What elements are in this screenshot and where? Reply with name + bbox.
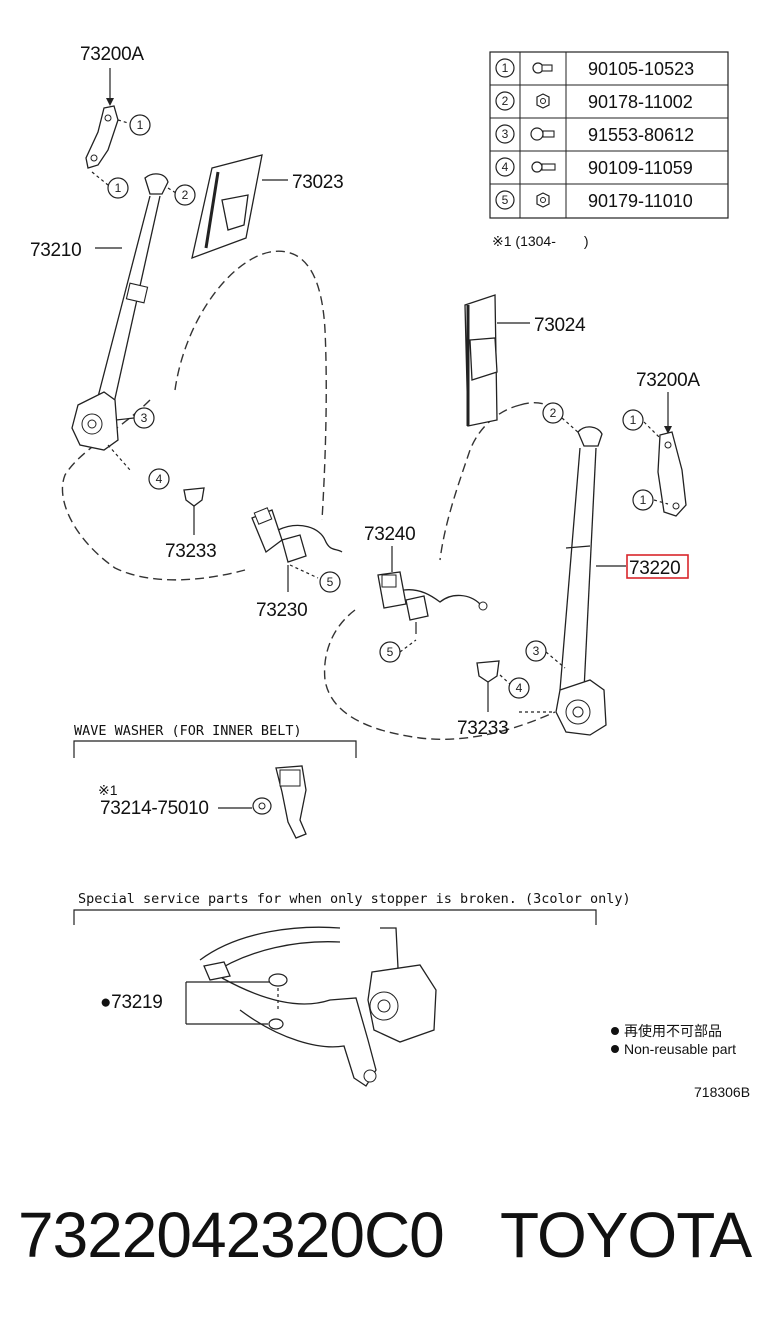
- part-number: 90178-11002: [588, 92, 693, 112]
- svg-text:5: 5: [387, 645, 394, 659]
- ref-circle: [495, 58, 515, 78]
- ref-number: 4: [502, 160, 509, 174]
- svg-text:4: 4: [516, 681, 523, 695]
- callout-5: 5: [319, 571, 341, 593]
- special-service-title: Special service parts for when only stop…: [78, 891, 631, 907]
- bolt-icon: [532, 62, 553, 74]
- highlight-box: [626, 554, 689, 579]
- callout-1: 1: [622, 409, 644, 431]
- part-number: 90179-11010: [588, 191, 693, 211]
- svg-text:1: 1: [115, 181, 122, 195]
- wave-washer-note: ※1: [98, 782, 118, 798]
- pillar-cover-73023: [191, 154, 288, 260]
- label-73233-right: 73233: [457, 718, 508, 739]
- highlight-73220: 73220: [626, 554, 689, 579]
- bolt-icon: [531, 161, 556, 173]
- table-row: 3 91553-80612: [495, 124, 694, 145]
- svg-text:1: 1: [640, 493, 647, 507]
- svg-text:3: 3: [533, 644, 540, 658]
- legend-en: Non-reusable part: [624, 1041, 736, 1057]
- bracket-73233-right: [476, 660, 511, 712]
- legend: 再使用不可部品 Non-reusable part: [611, 1023, 736, 1057]
- svg-text:2: 2: [550, 406, 557, 420]
- callout-4: 4: [508, 677, 530, 699]
- label-73023: 73023: [292, 172, 343, 193]
- table-row: 5 90179-11010: [495, 190, 693, 211]
- nut-icon: [536, 192, 550, 208]
- svg-text:4: 4: [156, 472, 163, 486]
- bracket-73233-left: [183, 487, 205, 535]
- svg-text:1: 1: [630, 413, 637, 427]
- svg-text:2: 2: [182, 188, 189, 202]
- ref-number: 2: [502, 94, 509, 108]
- diagram-code: 718306B: [694, 1084, 750, 1100]
- wave-washer-title: WAVE WASHER (FOR INNER BELT): [74, 723, 302, 739]
- label-73210: 73210: [30, 240, 81, 261]
- part-number: 91553-80612: [588, 125, 694, 145]
- anchor-73200a-right: [643, 392, 687, 517]
- callout-1: 1: [107, 177, 129, 199]
- label-73220: 73220: [629, 558, 680, 579]
- callout-5: 5: [379, 641, 401, 663]
- pillar-cover-73024: [464, 294, 530, 427]
- belt-73220: [545, 417, 626, 736]
- belt-73210: [71, 173, 177, 471]
- nut-icon: [536, 93, 550, 109]
- label-73200a-top: 73200A: [80, 44, 144, 65]
- label-73200a-right: 73200A: [636, 370, 700, 391]
- ref-number: 3: [502, 127, 509, 141]
- table-note: ※1 (1304- ): [492, 233, 589, 249]
- anchor-73200a-top: [85, 68, 129, 186]
- buckle-73240: [377, 546, 488, 653]
- callout-1: 1: [129, 114, 151, 136]
- legend-jp: 再使用不可部品: [624, 1023, 722, 1039]
- parts-table: 1 90105-10523 2 90178-11002 3: [489, 51, 729, 249]
- label-73233-left: 73233: [165, 541, 216, 562]
- table-row: 2 90178-11002: [495, 91, 693, 112]
- footer-brand: TOYOTA: [500, 1199, 752, 1271]
- callout-3: 3: [133, 407, 155, 429]
- label-73240: 73240: [364, 524, 415, 545]
- callout-2: 2: [174, 184, 196, 206]
- buckle-73230: [251, 507, 343, 592]
- wave-washer-section: WAVE WASHER (FOR INNER BELT) ※1 73214-75…: [73, 723, 357, 839]
- svg-text:1: 1: [137, 118, 144, 132]
- svg-text:5: 5: [327, 575, 334, 589]
- label-73230: 73230: [256, 600, 307, 621]
- part-number: 90105-10523: [588, 59, 694, 79]
- label-73214: 73214-75010: [100, 798, 209, 819]
- ref-number: 5: [502, 193, 509, 207]
- label-73219: ●73219: [100, 992, 163, 1013]
- special-service-section: Special service parts for when only stop…: [73, 891, 631, 1087]
- ref-number: 1: [502, 61, 509, 75]
- part-number: 90109-11059: [588, 158, 693, 178]
- table-row: 1 90105-10523: [495, 58, 694, 79]
- footer-part-number: 7322042320C0: [18, 1199, 445, 1271]
- callout-4: 4: [148, 468, 170, 490]
- bolt-icon: [530, 127, 555, 141]
- label-73024: 73024: [534, 315, 586, 336]
- svg-text:3: 3: [141, 411, 148, 425]
- callout-2: 2: [542, 402, 564, 424]
- table-row: 4 90109-11059: [495, 157, 693, 178]
- callout-3: 3: [525, 640, 547, 662]
- callout-1: 1: [632, 489, 654, 511]
